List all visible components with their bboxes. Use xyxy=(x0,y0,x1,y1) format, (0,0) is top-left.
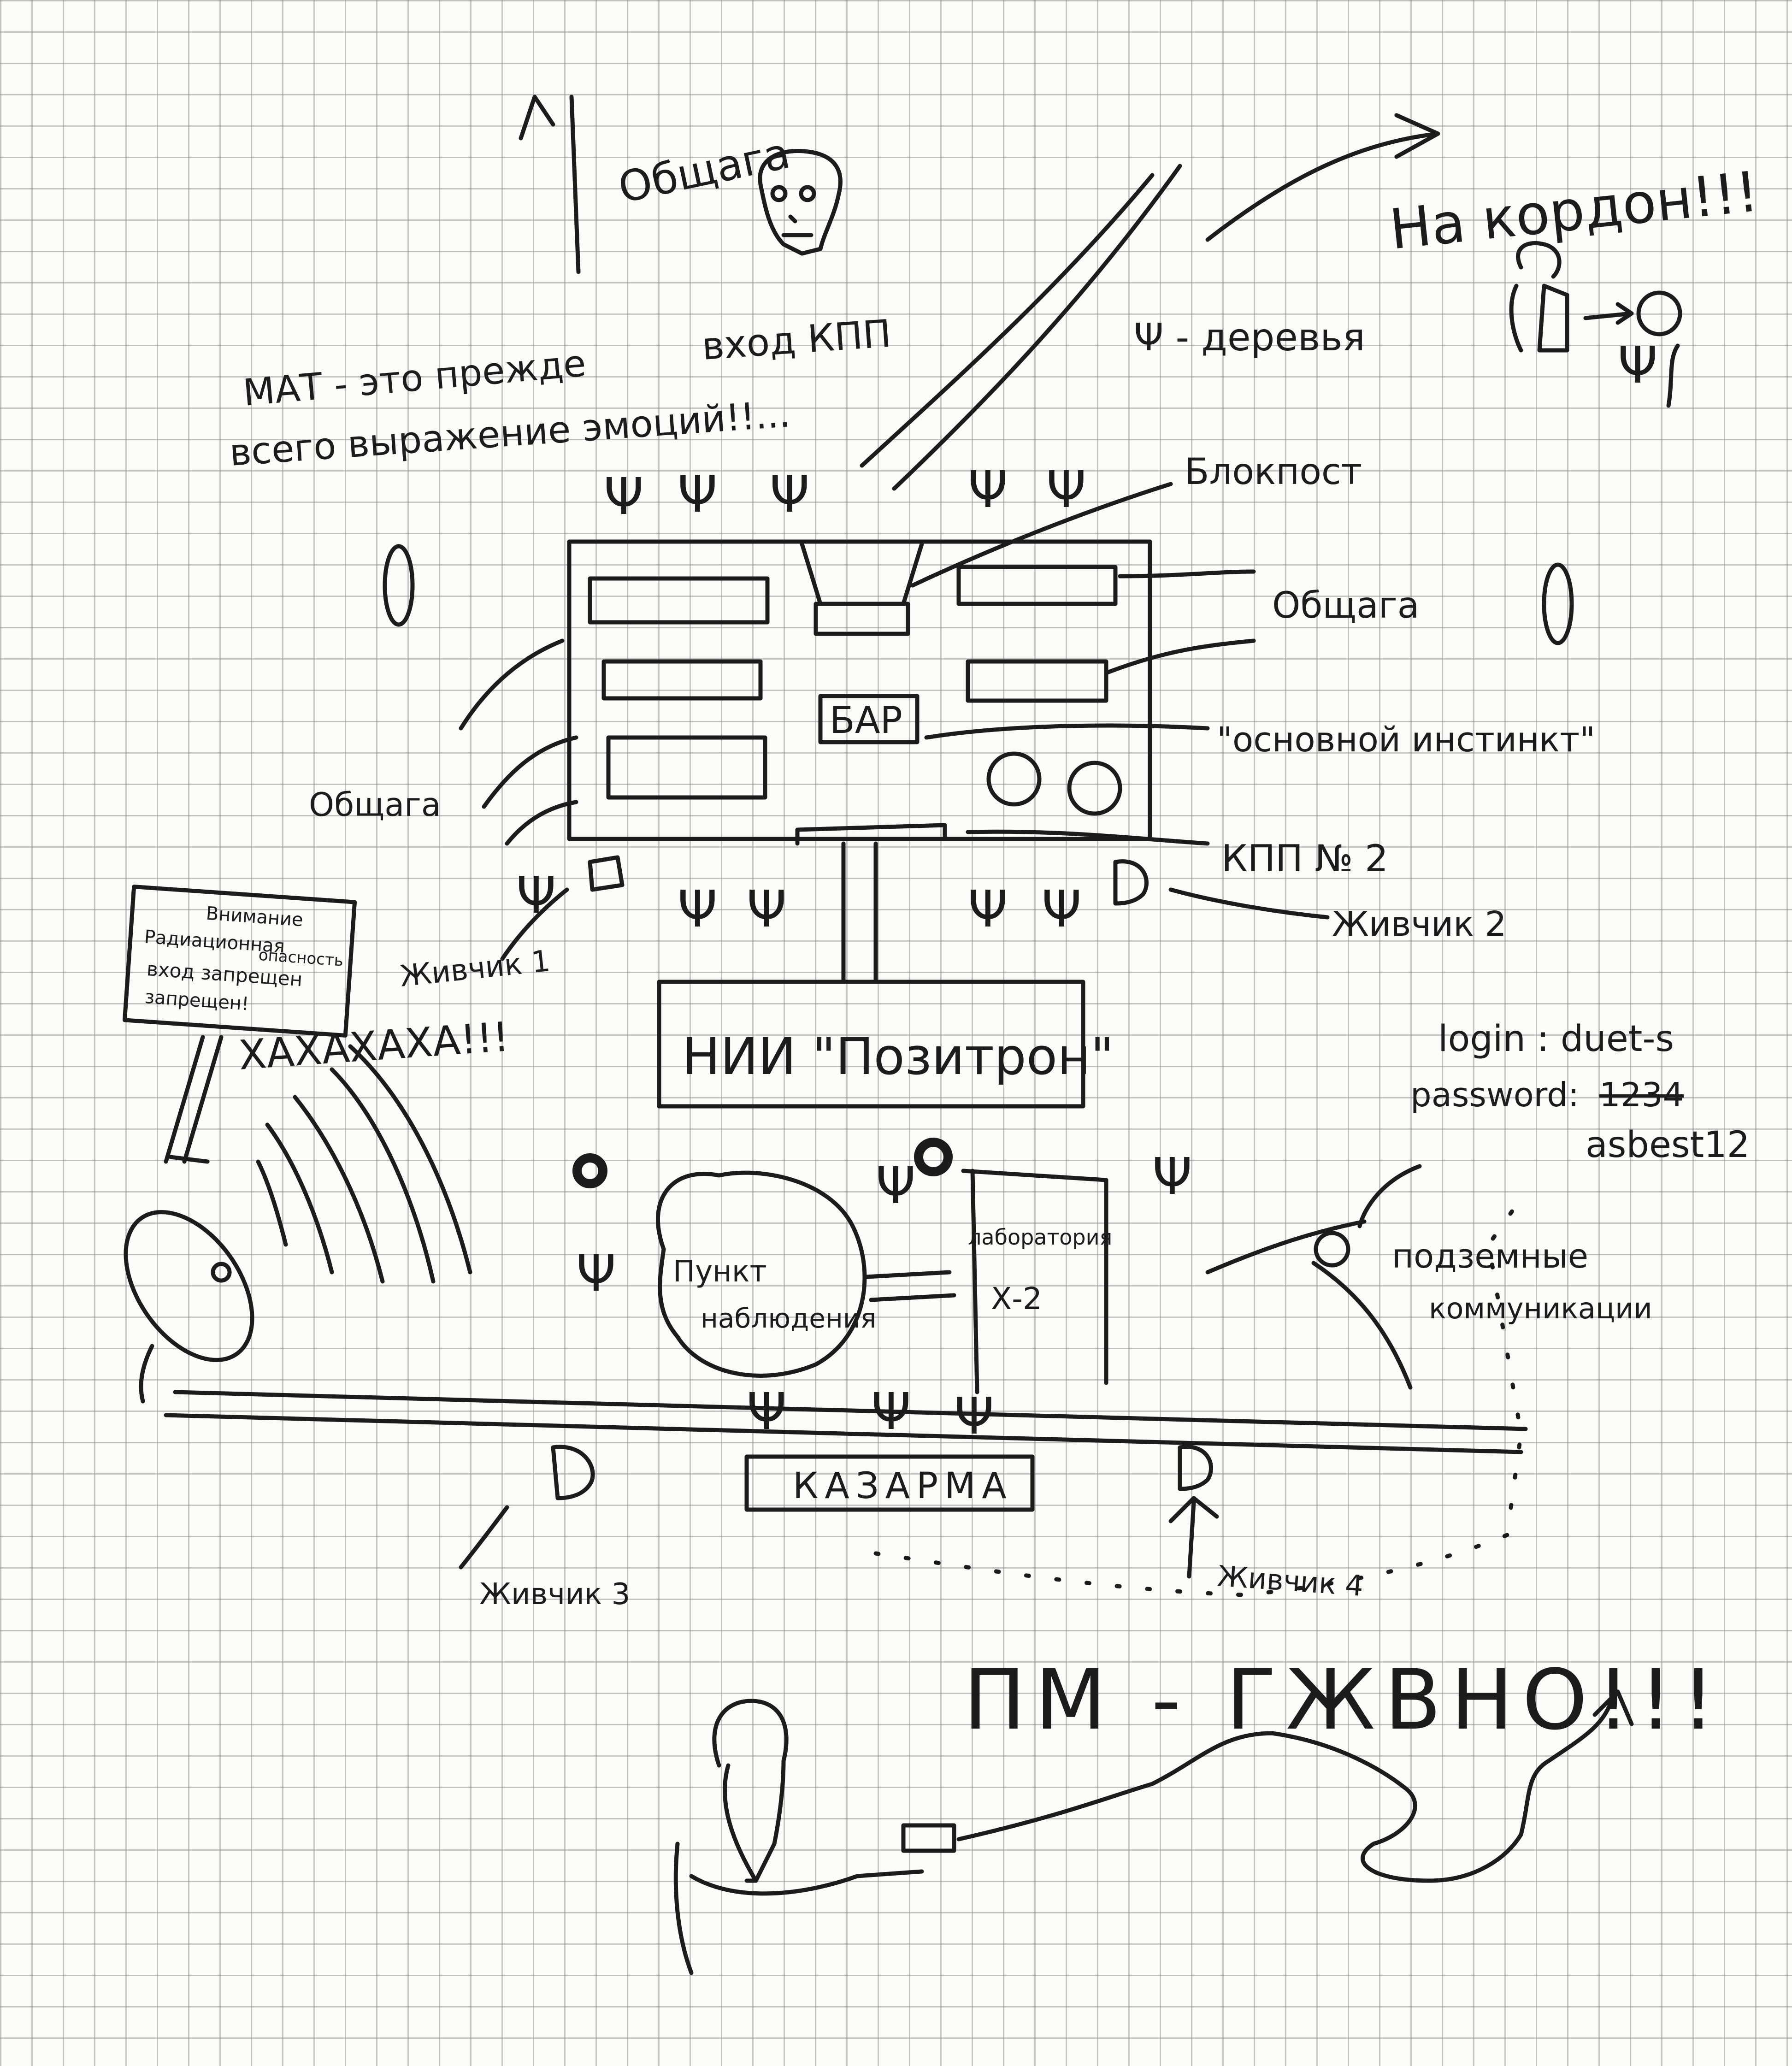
squiggle-line xyxy=(956,1694,1615,1883)
underground-entrance-icon xyxy=(1314,1231,1350,1268)
label-kazarma: КАЗАРМА xyxy=(793,1465,1013,1507)
nii-building xyxy=(657,980,1085,1109)
tree-icon: Ψ xyxy=(968,880,1008,939)
label-obshaga-left: Общага xyxy=(309,786,441,824)
laboratoria-box xyxy=(961,1169,1108,1394)
tree-icon: Ψ xyxy=(770,465,810,524)
kazarma-building xyxy=(744,1454,1035,1512)
anomaly-2 xyxy=(914,1138,953,1176)
sign-line5: запрещен! xyxy=(144,986,249,1015)
bar-box xyxy=(818,694,920,744)
tree-icon: Ψ xyxy=(876,1156,916,1215)
tree-icon: Ψ xyxy=(747,880,787,939)
stalker-figure-icon xyxy=(1509,241,1682,408)
tree-icon: Ψ xyxy=(968,460,1008,519)
tree-icon: Ψ xyxy=(871,1382,911,1441)
outer-fence xyxy=(164,1390,1528,1454)
tree-icon: Ψ xyxy=(1042,880,1082,939)
tree-icon: Ψ xyxy=(678,465,718,524)
zhivchik-marker-4 xyxy=(1178,1445,1213,1491)
label-derevya: Ψ - деревья xyxy=(1134,316,1365,360)
tree-icon: Ψ xyxy=(747,1382,787,1441)
zhivchik-marker-1 xyxy=(588,855,625,892)
label-vhod-kpp: вход КПП xyxy=(701,312,893,368)
label-pm-govno: ПМ - ГЖВНО!!! xyxy=(963,1652,1724,1748)
label-laboratoria-line1: лаборатория xyxy=(968,1225,1112,1250)
label-zhivchik1: Живчик 1 xyxy=(398,944,552,994)
warning-sign-board xyxy=(122,885,357,1038)
base-perimeter xyxy=(567,539,1152,841)
tree-icon: Ψ xyxy=(1046,460,1086,519)
tree-icon: Ψ xyxy=(576,1244,616,1303)
label-nii: НИИ "Позитрон" xyxy=(682,1027,1114,1086)
tree-icon: Ψ xyxy=(1152,1147,1192,1206)
label-login: login : duet-s xyxy=(1438,1018,1674,1060)
sign-line1: Внимание xyxy=(205,903,304,931)
tree-icon: Ψ xyxy=(678,880,718,939)
skull-icon xyxy=(758,149,843,256)
tree-icon: Ψ xyxy=(516,866,556,925)
building-obshaga-2 xyxy=(601,659,763,701)
tank-2 xyxy=(1067,761,1122,816)
blokpost-box xyxy=(813,602,910,636)
tree-icon: Ψ xyxy=(604,467,644,526)
building-obshaga-5 xyxy=(966,659,1108,703)
label-osnovnoy: "основной инстинкт" xyxy=(1217,720,1595,760)
label-password-value: asbest12 xyxy=(1586,1124,1750,1166)
label-zhivchik3: Живчик 3 xyxy=(479,1577,630,1611)
arrow-to-kordon-icon xyxy=(1205,113,1440,242)
label-password: password: xyxy=(1410,1075,1579,1114)
zhivchik-marker-3 xyxy=(551,1445,595,1500)
tank-1 xyxy=(986,751,1042,807)
punkt-nablyudeniya-blob xyxy=(655,1170,867,1378)
label-obshaga-right: Общага xyxy=(1272,585,1420,626)
label-haha: ХАХАХАХА!!! xyxy=(237,1013,511,1079)
tree-icon: Ψ xyxy=(954,1387,994,1446)
label-zhivchik2: Живчик 2 xyxy=(1332,904,1507,944)
label-punkt-line2: наблюдения xyxy=(701,1303,876,1334)
label-laboratoria-line2: Х-2 xyxy=(991,1281,1042,1316)
label-na-kordon: На кордон!!! xyxy=(1387,160,1762,262)
label-podzemnye-line2: коммуникации xyxy=(1429,1292,1652,1325)
up-arrow-icon xyxy=(519,94,581,274)
label-kpp2: КПП № 2 xyxy=(1221,837,1388,880)
road-to-kordon xyxy=(860,173,1155,468)
label-mat-line1: МАТ - это прежде xyxy=(242,342,588,414)
label-password-crossed: 1234 xyxy=(1599,1075,1684,1114)
tree-icon: Ψ xyxy=(1618,336,1658,395)
building-obshaga-4 xyxy=(956,565,1118,606)
bearded-stalker-icon xyxy=(673,1699,956,1975)
anomaly-1 xyxy=(572,1153,607,1188)
label-blokpost: Блокпост xyxy=(1185,451,1362,493)
label-podzemnye-line1: подземные xyxy=(1392,1237,1588,1275)
building-obshaga-1 xyxy=(588,576,770,625)
label-punkt-line1: Пункт xyxy=(673,1255,767,1289)
label-obshaga-top: Общага xyxy=(614,128,794,213)
building-obshaga-3 xyxy=(606,735,767,800)
label-bar: БАР xyxy=(830,699,902,742)
satellite-dish-icon xyxy=(124,1210,254,1404)
zhivchik-marker-2 xyxy=(1113,859,1149,906)
